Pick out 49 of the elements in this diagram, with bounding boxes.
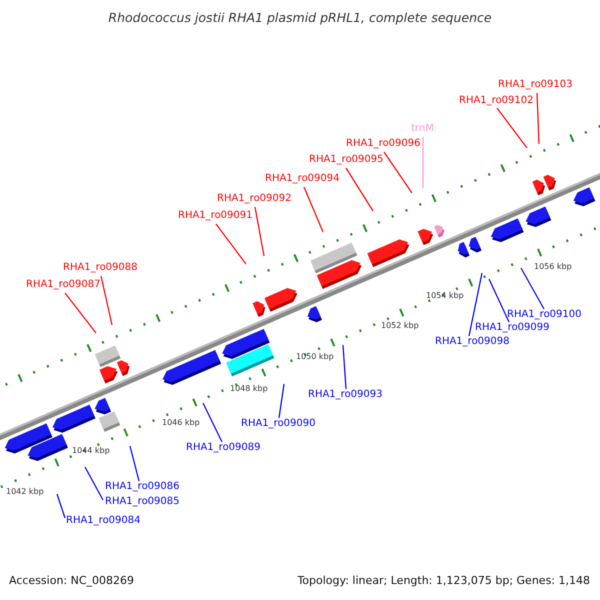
leader-line	[254, 206, 265, 256]
gene-label: trnM	[411, 123, 434, 134]
gene-label: RHA1_ro09100	[507, 309, 582, 320]
leader-line	[216, 224, 246, 264]
gene-label: RHA1_ro09084	[66, 515, 140, 526]
leader-line	[56, 494, 66, 518]
gene-label: RHA1_ro09089	[186, 442, 260, 453]
scale-label: 1048 kbp	[230, 384, 268, 393]
leader-line	[84, 466, 104, 500]
scale-label: 1052 kbp	[381, 321, 419, 330]
leader-line	[303, 186, 324, 232]
leader-line	[520, 268, 545, 310]
gene-label: RHA1_ro09090	[241, 418, 316, 429]
gene-label: RHA1_ro09099	[475, 322, 550, 333]
leader-line	[202, 402, 223, 442]
gene-label: RHA1_ro09091	[178, 210, 252, 221]
leader-line	[384, 152, 412, 194]
leader-line	[422, 137, 424, 188]
gene-label: RHA1_ro09092	[217, 193, 292, 204]
scale-label: 1046 kbp	[162, 418, 200, 427]
gene-label: RHA1_ro09102	[459, 95, 534, 106]
gene-label: RHA1_ro09088	[63, 262, 138, 273]
gene-label: RHA1_ro09086	[105, 481, 180, 492]
leader-line	[346, 168, 374, 212]
summary-text: Topology: linear; Length: 1,123,075 bp; Genes: 1,148	[297, 574, 590, 587]
scale-label: 1054 kbp	[426, 291, 464, 300]
accession-text: Accession: NC_008269	[9, 574, 134, 587]
scale-label: 1042 kbp	[6, 487, 44, 496]
leader-line	[488, 278, 510, 322]
gene-label: RHA1_ro09095	[309, 154, 384, 165]
leader-line	[64, 292, 96, 334]
title: Rhodococcus jostii RHA1 plasmid pRHL1, complete sequence	[107, 10, 493, 25]
gene-label: RHA1_ro09094	[265, 173, 340, 184]
leader-line	[468, 272, 483, 336]
leader-line	[278, 384, 285, 418]
leader-line	[496, 108, 528, 148]
leader-line	[100, 276, 113, 326]
gene-label: RHA1_ro09096	[346, 138, 420, 149]
scale-label: 1056 kbp	[534, 262, 572, 271]
gene-label: RHA1_ro09093	[308, 389, 382, 400]
leader-line	[536, 92, 540, 144]
leader-line	[129, 446, 140, 482]
gene-label: RHA1_ro09085	[105, 496, 180, 507]
gene-label: RHA1_ro09098	[435, 336, 510, 347]
gene-label: RHA1_ro09087	[26, 279, 100, 290]
leader-line	[342, 344, 347, 390]
scale-label: 1050 kbp	[296, 352, 334, 361]
scale-label: 1044 kbp	[72, 446, 110, 455]
gene-label: RHA1_ro09103	[498, 79, 572, 90]
